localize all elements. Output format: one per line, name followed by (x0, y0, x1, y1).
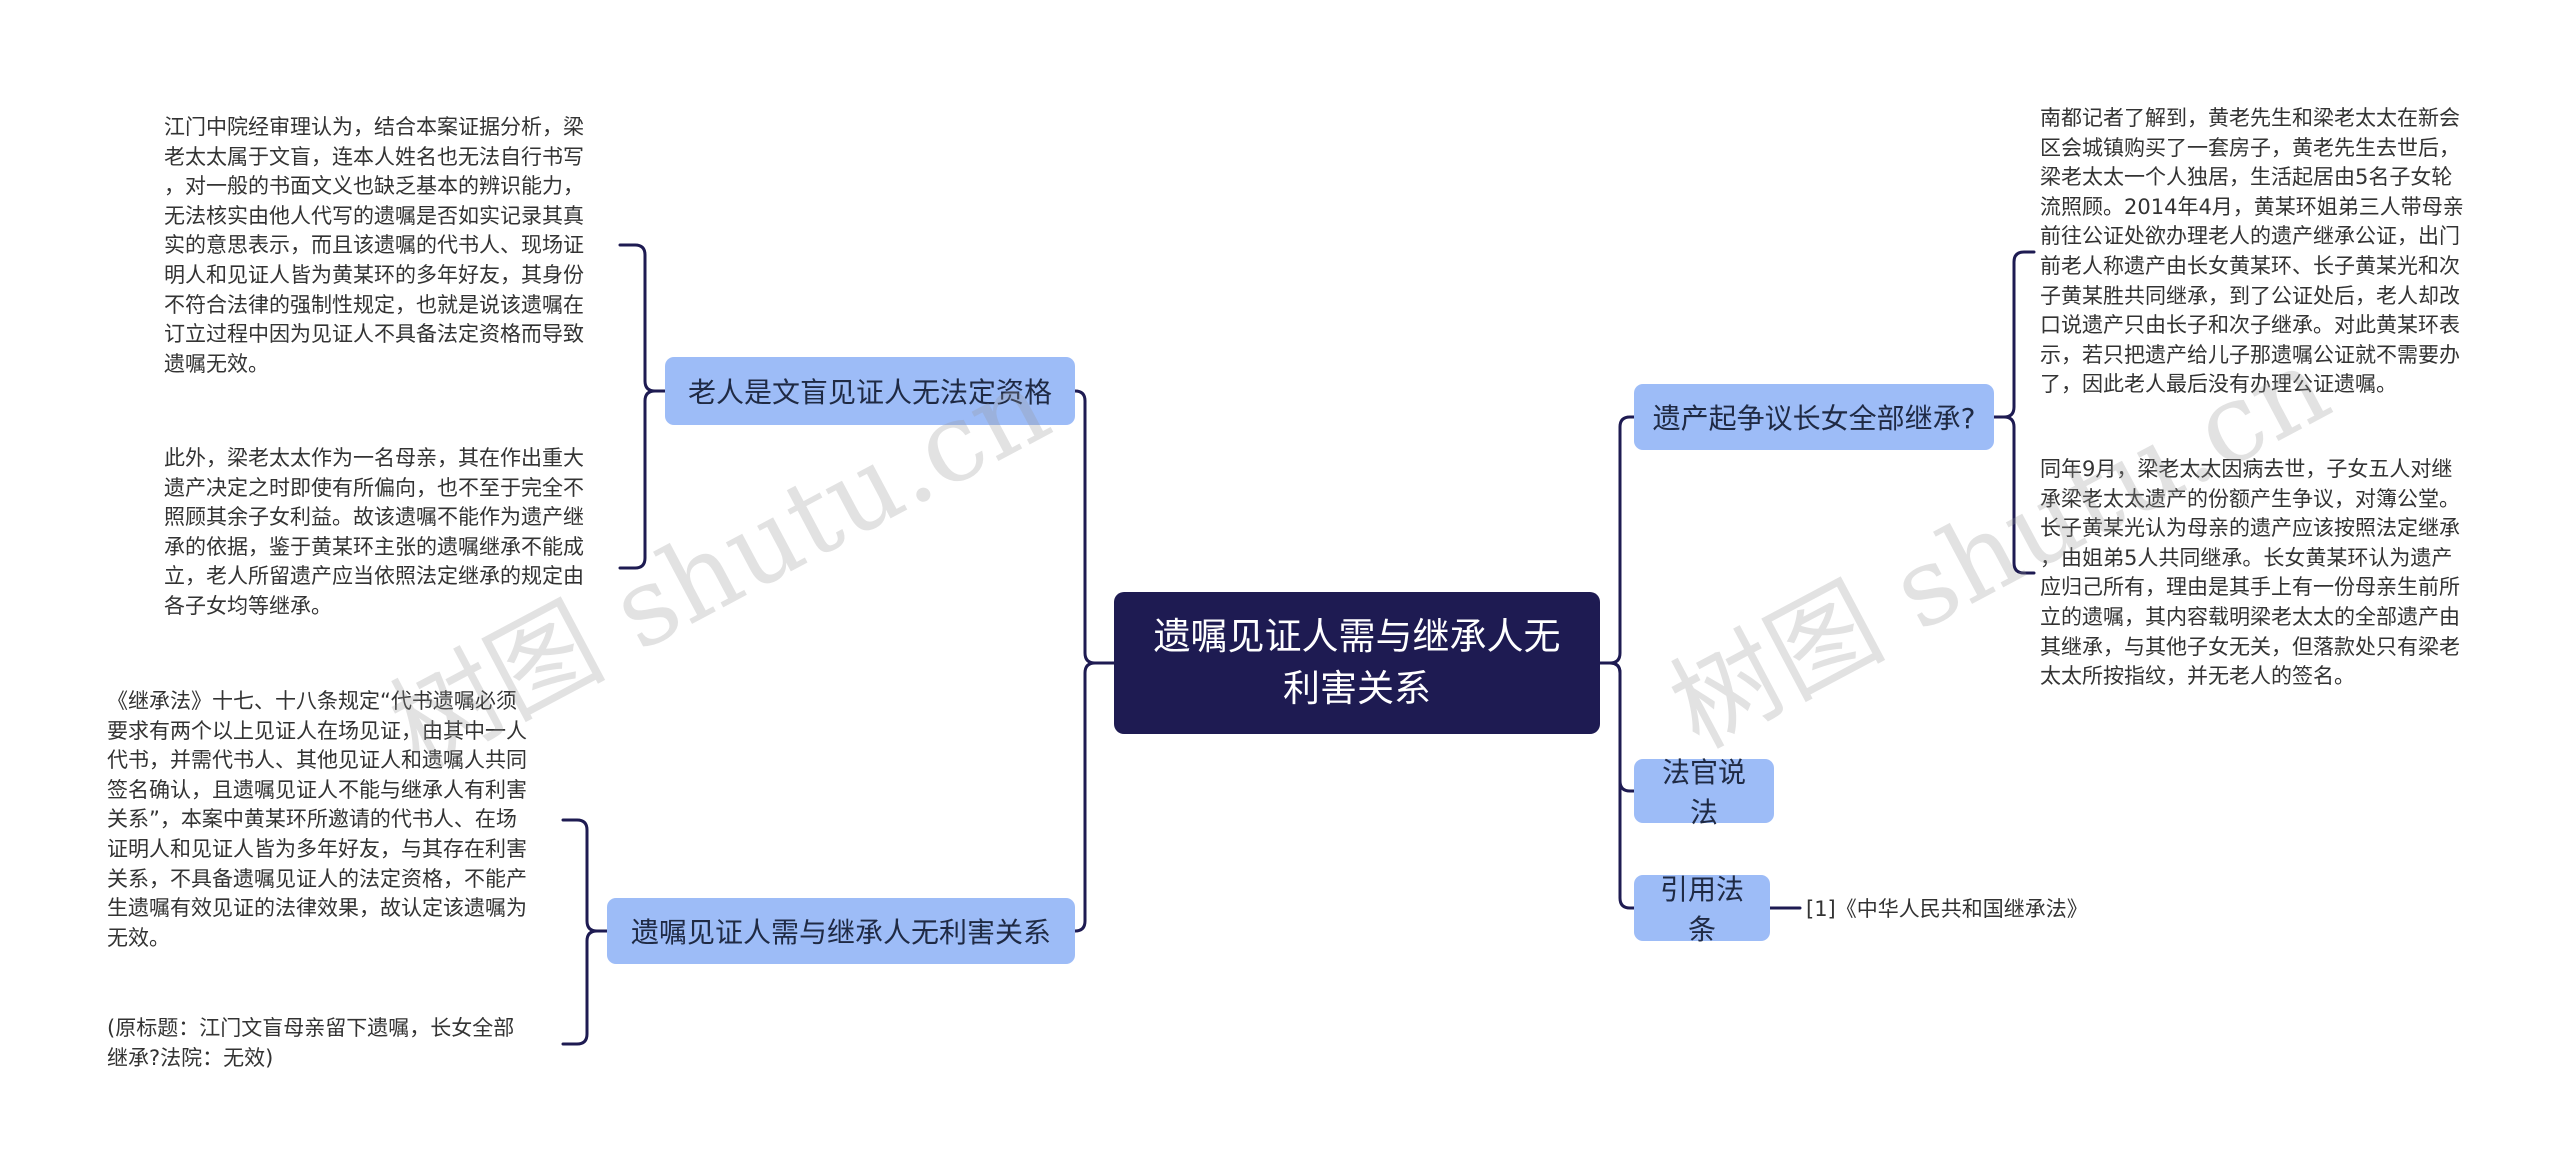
connector-left-bottom-leaf-2 (561, 929, 609, 1046)
connector-left-bottom-leaf-1 (561, 818, 609, 933)
branch-cited-law[interactable]: 引用法条 (1634, 873, 1770, 946)
branch-judge-says[interactable]: 法官说法 (1634, 756, 1774, 829)
branch-cited-law-label: 引用法条 (1659, 873, 1744, 946)
leaf-court-finding: 江门中院经审理认为，结合本案证据分析，梁 老太太属于文盲，连本人姓名也无法自行书… (164, 115, 584, 376)
leaf-lawsuit-details: 同年9月，梁老太太因病去世，子女五人对继 承梁老太太遗产的份额产生争议，对簿公堂… (2040, 457, 2460, 689)
branch-judge-says-label: 法官说法 (1661, 756, 1746, 829)
connector-right-top-leaf-2 (1992, 415, 2036, 575)
leaf-inheritance-law-provision: 《继承法》十七、十八条规定“代书遗嘱必须 要求有两个以上见证人在场见证，由其中一… (107, 689, 527, 950)
connector-root-left-top (1068, 389, 1116, 665)
branch-illiterate-witness[interactable]: 老人是文盲见证人无法定资格 (665, 357, 1075, 425)
leaf-mother-consideration: 此外，梁老太太作为一名母亲，其在作出重大 遗产决定之时即使有所偏向，也不至于完全… (164, 446, 584, 618)
root-topic[interactable]: 遗嘱见证人需与继承人无利害关系 (1114, 592, 1600, 734)
leaf-original-title: (原标题：江门文盲母亲留下遗嘱，长女全部 继承?法院：无效) (107, 1016, 515, 1070)
connector-left-top-leaf-1 (618, 243, 667, 393)
root-topic-label: 遗嘱见证人需与继承人无利害关系 (1153, 615, 1561, 710)
leaf-cited-law-reference: [1]《中华人民共和国继承法》 (1806, 897, 2088, 921)
branch-estate-dispute[interactable]: 遗产起争议长女全部继承? (1634, 384, 1994, 450)
connector-right-top-leaf-1 (1992, 250, 2036, 419)
connector-left-top-leaf-2 (618, 389, 667, 570)
connector-root-right-top (1598, 415, 1636, 665)
branch-estate-dispute-label: 遗产起争议长女全部继承? (1652, 402, 1976, 435)
branch-witness-no-interest-label: 遗嘱见证人需与继承人无利害关系 (630, 916, 1051, 949)
branch-illiterate-witness-label: 老人是文盲见证人无法定资格 (687, 376, 1052, 409)
connector-root-right-bottom (1598, 661, 1636, 910)
leaf-reporter-background: 南都记者了解到，黄老先生和梁老太太在新会 区会城镇购买了一套房子，黄老先生去世后… (2040, 106, 2464, 397)
connector-root-left-bottom (1068, 661, 1116, 933)
branch-witness-no-interest[interactable]: 遗嘱见证人需与继承人无利害关系 (607, 898, 1075, 964)
connector-root-right-middle (1598, 661, 1636, 793)
